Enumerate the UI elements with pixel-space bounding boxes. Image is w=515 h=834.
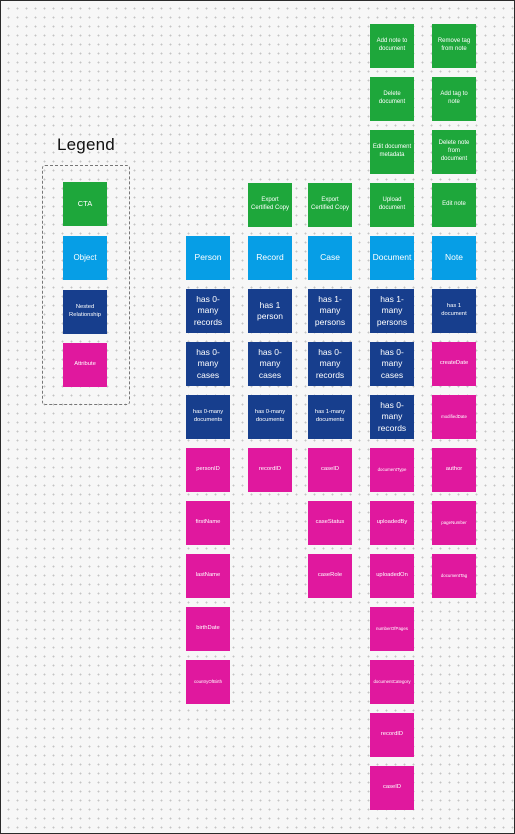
person-attribute-personid: personID	[186, 448, 230, 492]
record-attribute-recordid: recordID	[248, 448, 292, 492]
legend-box	[42, 165, 130, 405]
legend-object-tile: Object	[63, 236, 107, 280]
note-attribute-documenttag: documentTag	[432, 554, 476, 598]
case-cta-export-certified-copy: Export Certified Copy	[308, 183, 352, 227]
document-attribute-uploadedon: uploadedOn	[370, 554, 414, 598]
record-relationship-has-1-person: has 1 person	[248, 289, 292, 333]
legend-attribute-tile: Attribute	[63, 343, 107, 387]
person-attribute-birthdate: birthDate	[186, 607, 230, 651]
case-relationship-has-1-many-documents: has 1-many documents	[308, 395, 352, 439]
person-relationship-has-0-many-documents: has 0-many documents	[186, 395, 230, 439]
person-relationship-has-0-many-cases: has 0-many cases	[186, 342, 230, 386]
note-attribute-modifieddate: modifiedDate	[432, 395, 476, 439]
person-relationship-has-0-many-records: has 0-many records	[186, 289, 230, 333]
document-cta-edit-document-metadata: Edit document metadata	[370, 130, 414, 174]
note-cta-remove-tag-from-note: Remove tag from note	[432, 24, 476, 68]
record-object-tile: Record	[248, 236, 292, 280]
record-relationship-has-0-many-cases: has 0-many cases	[248, 342, 292, 386]
record-relationship-has-0-many-documents: has 0-many documents	[248, 395, 292, 439]
note-relationship-has-1-document: has 1 document	[432, 289, 476, 333]
person-attribute-countryofbirth: countryOfBirth	[186, 660, 230, 704]
legend-title: Legend	[57, 135, 115, 154]
document-attribute-recordid: recordID	[370, 713, 414, 757]
case-attribute-casestatus: caseStatus	[308, 501, 352, 545]
note-attribute-createdate: createDate	[432, 342, 476, 386]
document-attribute-documentcategory: documentCategory	[370, 660, 414, 704]
person-object-tile: Person	[186, 236, 230, 280]
note-attribute-author: author	[432, 448, 476, 492]
case-attribute-caseid: caseID	[308, 448, 352, 492]
document-cta-delete-document: Delete document	[370, 77, 414, 121]
note-attribute-pagenumber: pageNumber	[432, 501, 476, 545]
document-object-tile: Document	[370, 236, 414, 280]
note-object-tile: Note	[432, 236, 476, 280]
legend-relationship-tile: Nested Relationship	[63, 290, 107, 334]
document-cta-add-note-to-document: Add note to document	[370, 24, 414, 68]
document-attribute-caseid: caseID	[370, 766, 414, 810]
note-cta-add-tag-to-note: Add tag to note	[432, 77, 476, 121]
legend-cta-tile: CTA	[63, 182, 107, 226]
case-attribute-caserole: caseRole	[308, 554, 352, 598]
note-cta-edit-note: Edit note	[432, 183, 476, 227]
note-cta-delete-note-from-document: Delete note from document	[432, 130, 476, 174]
document-relationship-has-1-many-persons: has 1-many persons	[370, 289, 414, 333]
person-attribute-firstname: firstName	[186, 501, 230, 545]
document-relationship-has-0-many-cases: has 0-many cases	[370, 342, 414, 386]
document-attribute-documenttype: documentType	[370, 448, 414, 492]
document-cta-upload-document: Upload document	[370, 183, 414, 227]
person-attribute-lastname: lastName	[186, 554, 230, 598]
document-attribute-numberofpages: numberOfPages	[370, 607, 414, 651]
document-attribute-uploadedby: uploadedBy	[370, 501, 414, 545]
case-object-tile: Case	[308, 236, 352, 280]
case-relationship-has-1-many-persons: has 1-many persons	[308, 289, 352, 333]
document-relationship-has-0-many-records: has 0-many records	[370, 395, 414, 439]
case-relationship-has-0-many-records: has 0-many records	[308, 342, 352, 386]
record-cta-export-certified-copy: Export Certified Copy	[248, 183, 292, 227]
